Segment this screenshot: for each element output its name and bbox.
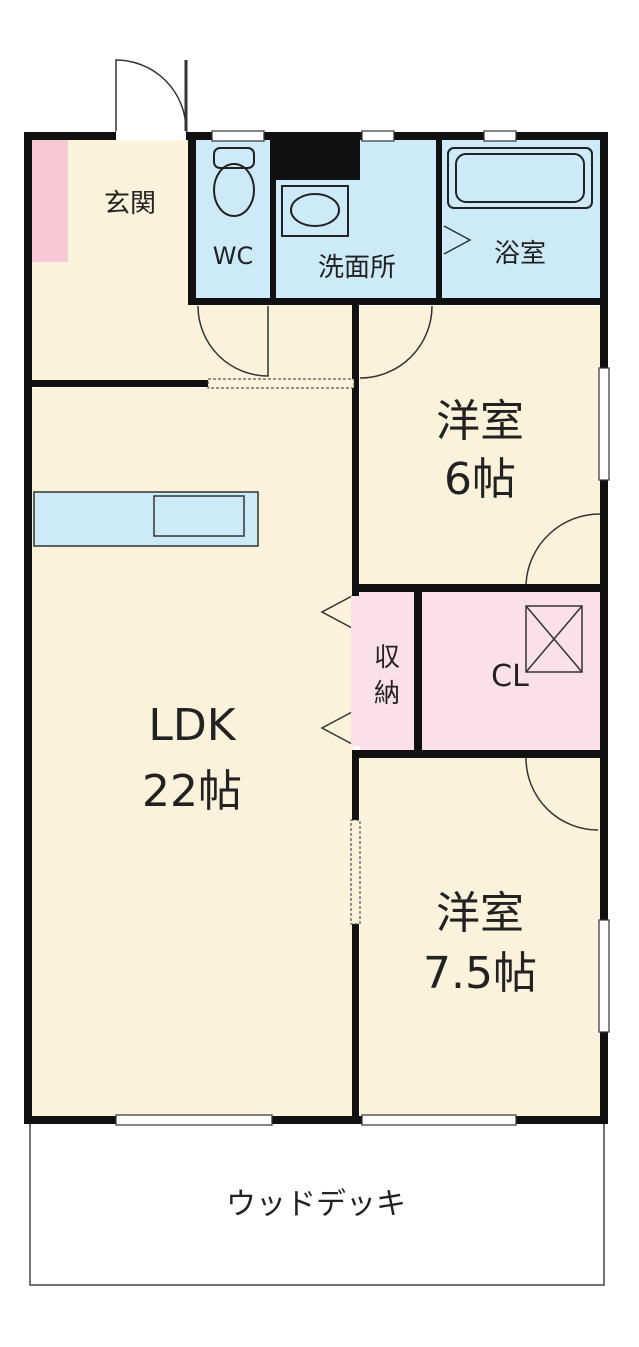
wall-bottom: [24, 1116, 608, 1124]
ceiling-hatch: [525, 605, 583, 673]
wall-entrance-bottom: [24, 380, 208, 387]
window-ldk: [115, 1114, 273, 1126]
closet-label: CL: [491, 659, 529, 694]
closet-door-swing: [525, 513, 601, 585]
wood-deck-area: [29, 1119, 605, 1286]
wc-label: WC: [213, 242, 254, 270]
storage-label-top: 収: [374, 643, 400, 673]
wc-floor: [196, 140, 272, 300]
storage-floor: [360, 592, 414, 750]
entrance-accent: [32, 140, 68, 262]
entrance-door-swing: [115, 59, 187, 132]
bathtub: [447, 147, 593, 209]
western2-name-label: 洋室: [436, 888, 524, 939]
wall-center-vertical-a: [352, 305, 359, 603]
wc-door-swing: [197, 305, 269, 377]
hall-floor: [192, 300, 354, 382]
toilet-tank: [213, 147, 255, 169]
entrance-label: 玄関: [104, 189, 156, 219]
wall-left: [24, 132, 32, 1124]
wall-service-bottom: [188, 298, 608, 305]
wash-basin-bowl: [290, 193, 340, 227]
window-western2-side: [598, 919, 610, 1033]
kitchen-counter: [33, 491, 259, 547]
storage-label-bottom: 納: [374, 679, 400, 709]
storage-door-mark-2: [320, 711, 353, 745]
window-washroom: [361, 130, 395, 142]
wall-wc-washroom: [270, 140, 276, 304]
kitchen-sink: [153, 495, 245, 537]
bath-door-mark: [443, 225, 472, 255]
ldk-size-label: 22帖: [142, 766, 242, 817]
wall-washroom-bath: [436, 140, 442, 304]
ldk-sliding-door: [350, 819, 361, 925]
ldk-name-label: LDK: [148, 700, 236, 751]
western1-name-label: 洋室: [436, 396, 524, 447]
wall-top: [24, 132, 608, 140]
bath-label: 浴室: [494, 239, 546, 269]
western1-door-swing: [359, 305, 433, 379]
western2-floor: [360, 758, 600, 1118]
window-western1-side: [598, 367, 610, 481]
western1-floor: [360, 306, 600, 584]
storage-opening: [351, 596, 360, 746]
wash-basin-unit: [281, 185, 349, 237]
wall-western1-bottom: [352, 584, 608, 592]
storage-door-mark-1: [320, 595, 353, 629]
wall-entrance-right: [188, 132, 196, 304]
wall-right: [600, 132, 608, 1124]
western2-size-label: 7.5帖: [423, 948, 537, 999]
entrance-door-opening: [116, 131, 186, 141]
toilet-bowl: [213, 163, 255, 217]
ldk-hall-opening: [207, 378, 355, 389]
wall-closet-bottom: [352, 750, 608, 758]
window-wc: [211, 130, 265, 142]
bathtub-inner: [455, 153, 585, 203]
hatch-line: [525, 605, 583, 673]
western1-size-label: 6帖: [444, 454, 516, 505]
washroom-label: 洗面所: [318, 253, 396, 283]
western2-door-swing: [525, 757, 599, 831]
wall-center-vertical-b: [352, 750, 359, 1120]
window-western2-bottom: [361, 1114, 517, 1126]
closet-floor: [422, 592, 600, 750]
window-bath: [483, 130, 517, 142]
wall-storage-closet: [414, 584, 422, 756]
bath-floor: [442, 140, 600, 300]
wood-deck-label: ウッドデッキ: [226, 1187, 406, 1222]
